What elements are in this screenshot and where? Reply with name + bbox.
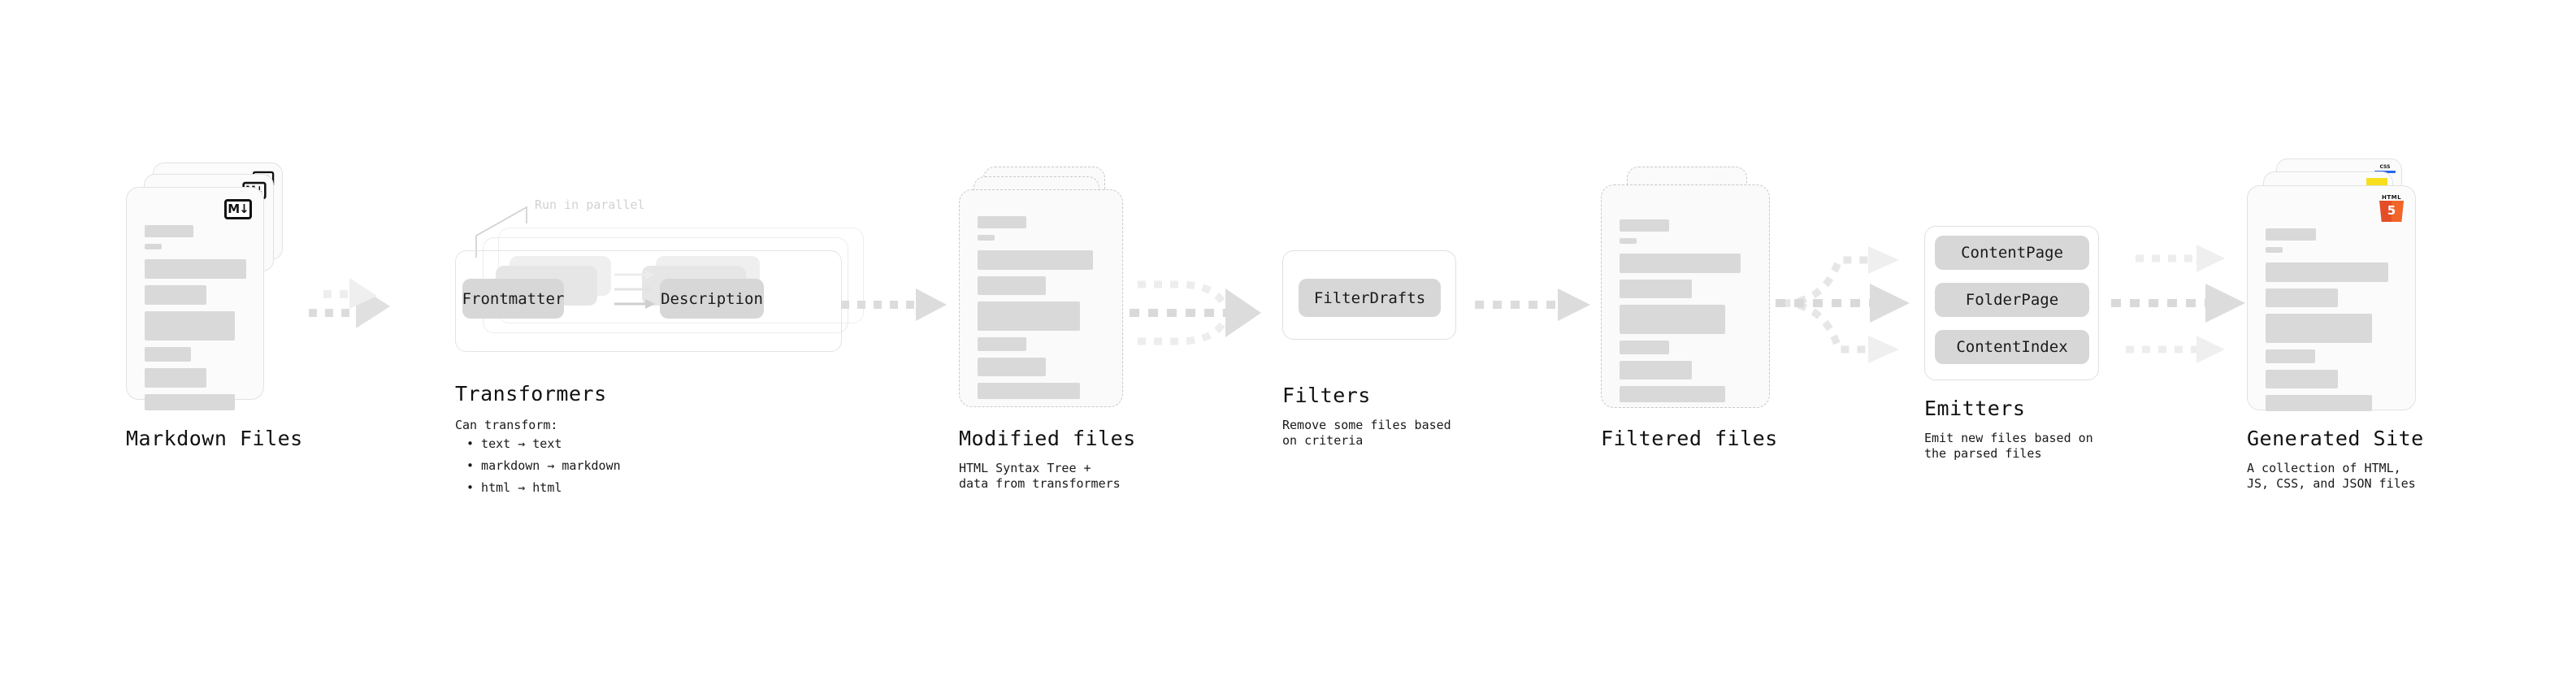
transformer-chip-description[interactable]: Description (660, 279, 764, 319)
emitters-chip-folderpage-label: FolderPage (1965, 291, 2059, 309)
transformer-chip-frontmatter-label: Frontmatter (462, 289, 565, 308)
arrow-filtered-to-emitters-fanout (1776, 246, 1910, 363)
modified-files-title: Modified files (959, 427, 1136, 450)
filtered-card-front (1601, 184, 1770, 408)
generated-site-card-stack: CSS HTML 5 (2247, 158, 2434, 427)
html5-icon: HTML 5 (2379, 194, 2404, 222)
filtered-files-card-stack (1601, 167, 1776, 427)
arrow-transformers-to-modified (841, 288, 947, 321)
arrow-filters-to-filtered (1475, 288, 1590, 321)
filters-subtitle: Remove some files based on criteria (1282, 418, 1451, 448)
emitters-subtitle: Emit new files based on the parsed files (1924, 431, 2093, 461)
emitters-chip-contentpage-label: ContentPage (1961, 244, 2063, 262)
markdown-card-front: M↓ (126, 187, 264, 410)
css3-icon-label: CSS (2379, 164, 2391, 170)
emitters-title: Emitters (1924, 397, 2026, 420)
modified-files-card-stack (959, 167, 1134, 427)
filters-chip-filterdrafts[interactable]: FilterDrafts (1299, 279, 1441, 317)
arrow-markdown-to-transformers (309, 278, 390, 328)
transformers-title: Transformers (455, 382, 607, 406)
transformer-chip-description-label: Description (661, 289, 763, 308)
markdown-files-card-stack: M↓ M↓ M↓ (126, 163, 301, 414)
filters-title: Filters (1282, 384, 1371, 407)
generated-site-title: Generated Site (2247, 427, 2424, 450)
run-in-parallel-bracket (475, 206, 527, 258)
modified-card-front (959, 189, 1123, 407)
generated-card-front-html: HTML 5 (2247, 185, 2416, 411)
transformers-bullet-1: • markdown → markdown (466, 458, 621, 473)
filters-group (1282, 250, 1456, 340)
markdown-placeholder-lines (145, 225, 247, 417)
transformers-bullet-0: • text → text (466, 436, 562, 451)
emitters-chip-contentpage[interactable]: ContentPage (1935, 236, 2089, 270)
emitters-chip-contentindex-label: ContentIndex (1956, 338, 2068, 356)
filters-chip-filterdrafts-label: FilterDrafts (1313, 288, 1426, 307)
run-in-parallel-label: Run in parallel (535, 197, 645, 212)
markdown-icon: M↓ (224, 199, 252, 219)
generated-placeholder-lines (2266, 228, 2399, 418)
emitters-chip-folderpage[interactable]: FolderPage (1935, 283, 2089, 317)
transformers-bullet-2: • html → html (466, 480, 562, 495)
filtered-files-title: Filtered files (1601, 427, 1778, 450)
emitters-group (1924, 226, 2099, 380)
arrow-modified-to-filters-merge (1130, 280, 1261, 345)
transformers-subtitle: Can transform: (455, 418, 558, 432)
modified-files-subtitle: HTML Syntax Tree + data from transformer… (959, 461, 1121, 491)
markdown-files-title: Markdown Files (126, 427, 303, 450)
generated-site-subtitle: A collection of HTML, JS, CSS, and JSON … (2247, 461, 2416, 491)
html5-icon-label: HTML (2381, 194, 2402, 201)
emitters-chip-contentindex[interactable]: ContentIndex (1935, 330, 2089, 364)
arrow-emitters-to-site-triple (2111, 245, 2245, 363)
modified-placeholder-lines (978, 216, 1106, 406)
transformer-chip-frontmatter[interactable]: Frontmatter (462, 279, 564, 319)
transformer-inner-arrows (614, 270, 655, 309)
filtered-placeholder-lines (1620, 219, 1753, 409)
